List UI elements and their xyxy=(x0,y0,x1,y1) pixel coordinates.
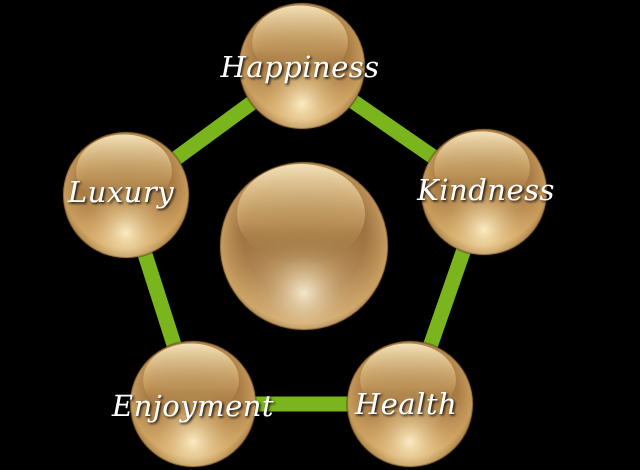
node-sphere-kindness xyxy=(420,128,548,256)
node-label-enjoyment: Enjoyment xyxy=(111,389,274,423)
center-sphere xyxy=(219,161,389,331)
node-label-happiness: Happiness xyxy=(219,50,379,84)
node-sphere-happiness xyxy=(238,2,366,130)
node-sphere-enjoyment xyxy=(129,340,257,468)
node-sphere-health xyxy=(346,340,474,468)
node-label-kindness: Kindness xyxy=(416,173,555,207)
node-labels: Happiness Kindness Health Enjoyment Luxu… xyxy=(67,50,555,423)
node-sphere-luxury xyxy=(62,131,190,259)
node-label-health: Health xyxy=(354,387,457,421)
node-spheres xyxy=(62,2,548,468)
node-label-luxury: Luxury xyxy=(67,175,174,209)
